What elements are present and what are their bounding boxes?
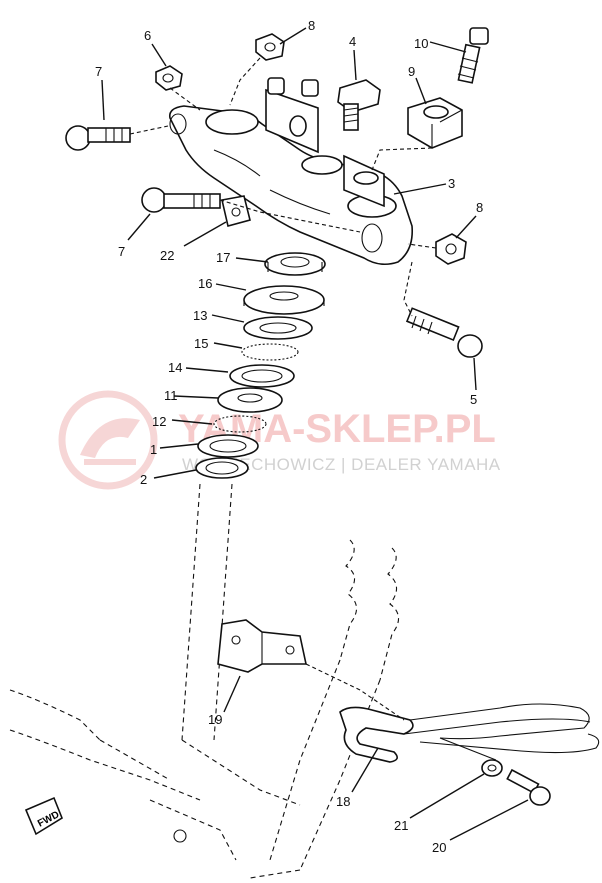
callout-8-top: 8 bbox=[308, 18, 315, 33]
leader-lines bbox=[101, 27, 529, 841]
bolt-10 bbox=[457, 27, 489, 84]
callout-22: 22 bbox=[160, 248, 174, 263]
callout-21: 21 bbox=[394, 818, 408, 833]
callout-labels: 8 6 4 10 7 9 3 7 22 8 17 16 13 15 14 5 1… bbox=[95, 18, 483, 855]
bolt-7-lower bbox=[141, 187, 221, 213]
callout-16: 16 bbox=[198, 276, 212, 291]
callout-19: 19 bbox=[208, 712, 222, 727]
callout-20: 20 bbox=[432, 840, 446, 855]
callout-12: 12 bbox=[152, 414, 166, 429]
callout-6: 6 bbox=[144, 28, 151, 43]
bracket-19 bbox=[217, 619, 307, 673]
nut-8-right bbox=[435, 233, 467, 265]
nut-6 bbox=[155, 65, 183, 91]
clamp-18 bbox=[339, 703, 600, 763]
washer-21 bbox=[481, 759, 503, 777]
bolt-7-upper bbox=[65, 125, 131, 151]
callout-11: 11 bbox=[164, 388, 178, 403]
callout-9: 9 bbox=[408, 64, 415, 79]
callout-5: 5 bbox=[470, 392, 477, 407]
callout-15: 15 bbox=[194, 336, 208, 351]
clip-22 bbox=[221, 195, 251, 227]
watermark-logo-icon bbox=[58, 390, 158, 490]
bolt-20 bbox=[506, 768, 551, 806]
callout-14: 14 bbox=[168, 360, 182, 375]
callout-3: 3 bbox=[448, 176, 455, 191]
callout-10: 10 bbox=[414, 36, 428, 51]
callout-4: 4 bbox=[349, 34, 356, 49]
callout-17: 17 bbox=[216, 250, 230, 265]
callout-18: 18 bbox=[336, 794, 350, 809]
holder-9 bbox=[407, 97, 463, 149]
watermark-tagline: WOJCIECHOWICZ | DEALER YAMAHA bbox=[182, 455, 501, 474]
callout-8-right: 8 bbox=[476, 200, 483, 215]
bolt-4 bbox=[337, 79, 381, 131]
callout-7-upper: 7 bbox=[95, 64, 102, 79]
fwd-arrow: FWD bbox=[24, 796, 63, 836]
upper-bracket bbox=[168, 77, 414, 266]
callout-13: 13 bbox=[193, 308, 207, 323]
bolt-5 bbox=[405, 307, 483, 358]
nut-8-top bbox=[255, 33, 285, 61]
steering-stack bbox=[195, 252, 326, 479]
callout-7-lower: 7 bbox=[118, 244, 125, 259]
callout-2: 2 bbox=[140, 472, 147, 487]
frame-lower bbox=[9, 483, 400, 879]
watermark: YAMA-SKLEP.PL WOJCIECHOWICZ | DEALER YAM… bbox=[58, 390, 501, 490]
callout-1: 1 bbox=[150, 442, 157, 457]
